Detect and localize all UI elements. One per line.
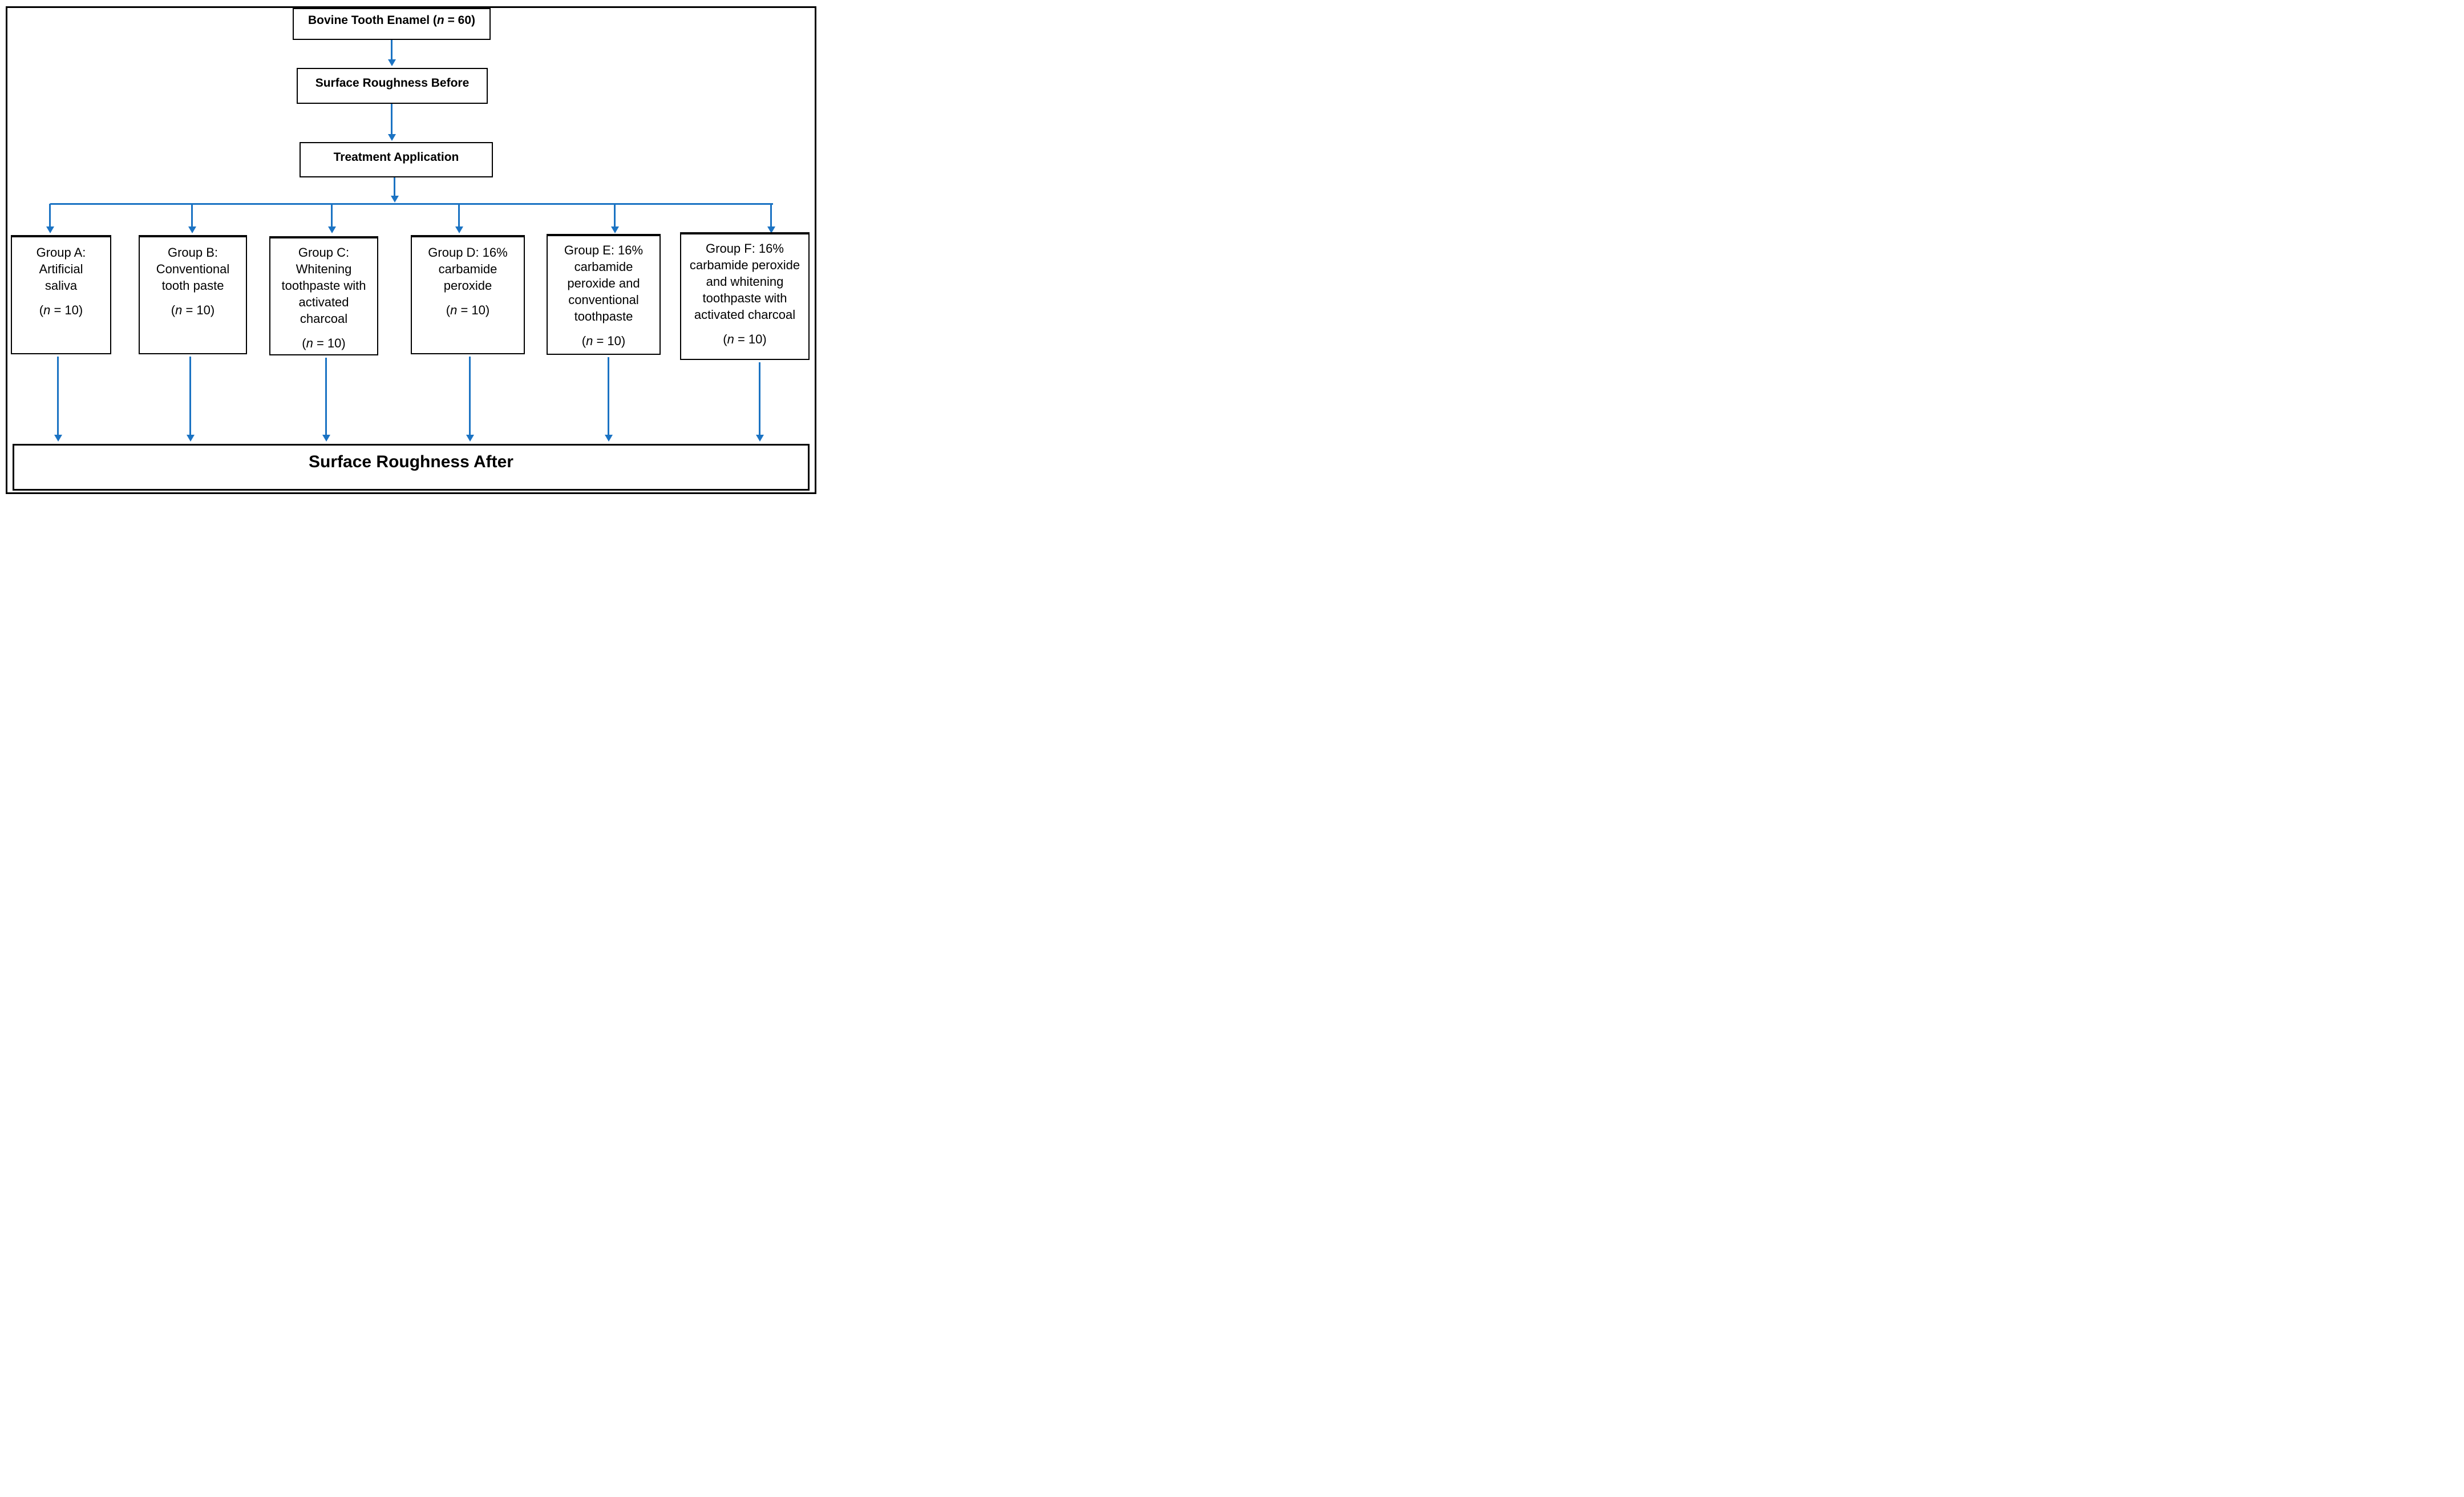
group-e-title: Group E: 16% carbamide peroxide and conv…	[564, 243, 644, 324]
group-box-d: Group D: 16% carbamide peroxide (n = 10)	[411, 235, 525, 354]
arrow-before-to-treatment	[387, 104, 396, 141]
arrow-down-icon	[387, 134, 396, 141]
group-f-title: Group F: 16% carbamide peroxide and whit…	[689, 241, 800, 322]
roughness-after-label: Surface Roughness After	[309, 452, 513, 471]
arrow-down-icon	[767, 226, 775, 233]
group-box-c: Group C: Whitening toothpaste with activ…	[269, 236, 378, 355]
group-e-sample-size: (n = 10)	[581, 334, 626, 349]
arrow-treatment-to-branch	[390, 177, 399, 203]
roughness-before-label: Surface Roughness Before	[315, 76, 470, 90]
flow-box-bovine-tooth-enamel: Bovine Tooth Enamel (n = 60)	[293, 8, 491, 40]
treatment-label: Treatment Application	[333, 151, 459, 164]
outer-frame	[6, 6, 816, 494]
arrow-down-icon	[327, 226, 336, 233]
arrow-group-d-to-after	[466, 357, 474, 442]
arrow-group-a-to-after	[54, 357, 62, 442]
branch-line	[50, 203, 773, 205]
flowchart-canvas: Bovine Tooth Enamel (n = 60) Surface Rou…	[0, 0, 822, 499]
arrow-group-b-to-after	[186, 357, 195, 442]
arrow-down-icon	[387, 59, 396, 66]
arrow-down-icon	[455, 226, 463, 233]
arrow-down-icon	[54, 435, 62, 442]
arrow-branch-to-group-d	[455, 204, 463, 233]
group-a-title: Group A: Artificial saliva	[36, 245, 86, 293]
arrow-down-icon	[390, 196, 399, 203]
flow-box-treatment-application: Treatment Application	[300, 142, 493, 177]
enamel-n-symbol: n	[436, 14, 444, 27]
arrow-enamel-to-before	[387, 40, 396, 66]
group-d-title: Group D: 16% carbamide peroxide	[428, 245, 508, 293]
group-box-e: Group E: 16% carbamide peroxide and conv…	[547, 234, 661, 355]
group-box-b: Group B: Conventional tooth paste (n = 1…	[139, 235, 247, 354]
arrow-group-c-to-after	[322, 358, 330, 442]
enamel-label-post: = 60)	[444, 14, 476, 27]
group-c-title: Group C: Whitening toothpaste with activ…	[281, 245, 366, 326]
arrow-branch-to-group-c	[327, 204, 336, 233]
group-f-sample-size: (n = 10)	[723, 332, 767, 347]
group-box-a: Group A: Artificial saliva (n = 10)	[11, 235, 111, 354]
arrow-down-icon	[610, 226, 619, 233]
arrow-branch-to-group-b	[188, 204, 196, 233]
group-c-sample-size: (n = 10)	[302, 336, 346, 351]
arrow-down-icon	[186, 435, 195, 442]
group-box-f: Group F: 16% carbamide peroxide and whit…	[680, 232, 810, 360]
group-a-sample-size: (n = 10)	[39, 303, 83, 318]
arrow-down-icon	[322, 435, 330, 442]
arrow-group-e-to-after	[604, 357, 613, 442]
enamel-label-pre: Bovine Tooth Enamel (	[308, 14, 437, 27]
arrow-branch-to-group-f	[767, 204, 775, 233]
arrow-branch-to-group-e	[610, 204, 619, 233]
flow-box-surface-roughness-after: Surface Roughness After	[13, 444, 810, 491]
flow-box-surface-roughness-before: Surface Roughness Before	[297, 68, 488, 104]
arrow-down-icon	[604, 435, 613, 442]
group-b-title: Group B: Conventional tooth paste	[156, 245, 230, 293]
group-b-sample-size: (n = 10)	[171, 303, 215, 318]
arrow-group-f-to-after	[755, 362, 764, 442]
arrow-down-icon	[466, 435, 474, 442]
arrow-down-icon	[755, 435, 764, 442]
arrow-down-icon	[46, 226, 54, 233]
arrow-down-icon	[188, 226, 196, 233]
arrow-branch-to-group-a	[46, 204, 54, 233]
group-d-sample-size: (n = 10)	[446, 303, 490, 318]
